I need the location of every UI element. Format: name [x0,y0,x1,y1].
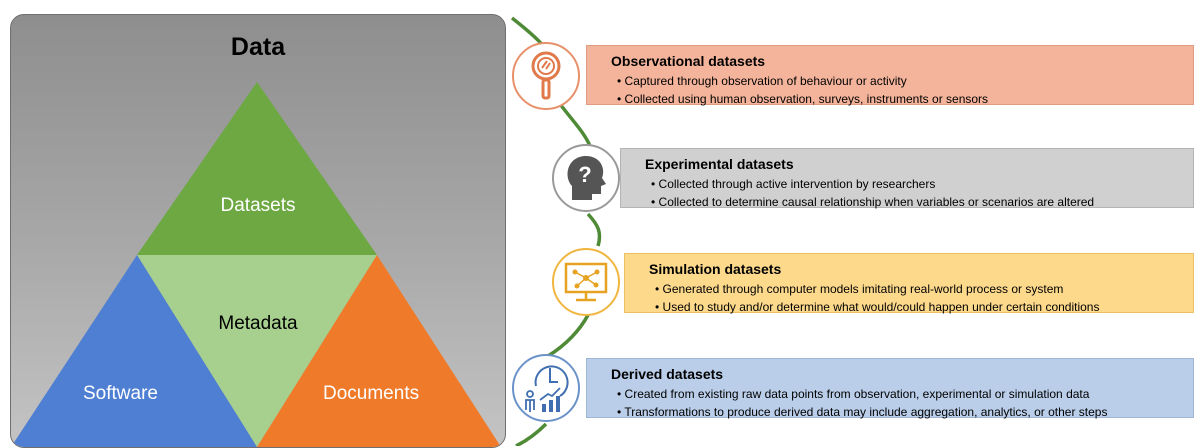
magnifier-icon [512,42,580,110]
derived-box: Derived datasets • Created from existing… [586,358,1194,419]
observational-title: Observational datasets [611,53,766,69]
derived-row: Derived datasets • Created from existing… [530,358,1194,419]
observational-box: Observational datasets • Captured throug… [586,45,1194,106]
head-question-icon: ? [552,144,620,212]
datasets-triangle [137,82,377,255]
experimental-row: Experimental datasets • Collected throug… [570,148,1194,209]
experimental-bullet-2: • Collected to determine causal relation… [651,195,1095,209]
observational-bullet-1: • Captured through observation of behavi… [617,74,907,88]
simulation-bullet-1: • Generated through computer models imit… [655,282,1064,296]
derived-bullet-2: • Transformations to produce derived dat… [617,405,1108,419]
svg-text:?: ? [578,162,591,187]
clock-chart-icon [512,354,580,422]
simulation-box: Simulation datasets • Generated through … [624,253,1194,314]
panel-title: Data [230,33,286,61]
observational-row: Observational datasets • Captured throug… [530,45,1194,106]
metadata-label: Metadata [218,313,298,334]
simulation-bullet-2: • Used to study and/or determine what wo… [655,300,1100,314]
data-pyramid [11,82,501,447]
software-triangle [11,255,257,447]
software-label: Software [83,383,158,404]
simulation-row: Simulation datasets • Generated through … [574,253,1194,314]
experimental-title: Experimental datasets [645,156,794,172]
monitor-network-icon [552,248,620,316]
data-panel: Data Datasets Metadata Software Document… [10,14,506,448]
derived-bullet-1: • Created from existing raw data points … [617,387,1090,401]
documents-triangle [257,255,501,447]
experimental-bullet-1: • Collected through active intervention … [651,177,936,191]
metadata-triangle [137,255,377,447]
documents-label: Documents [323,383,420,404]
experimental-box: Experimental datasets • Collected throug… [620,148,1194,209]
datasets-label: Datasets [220,195,296,216]
derived-title: Derived datasets [611,366,724,382]
observational-bullet-2: • Collected using human observation, sur… [617,92,989,106]
simulation-title: Simulation datasets [649,261,782,277]
